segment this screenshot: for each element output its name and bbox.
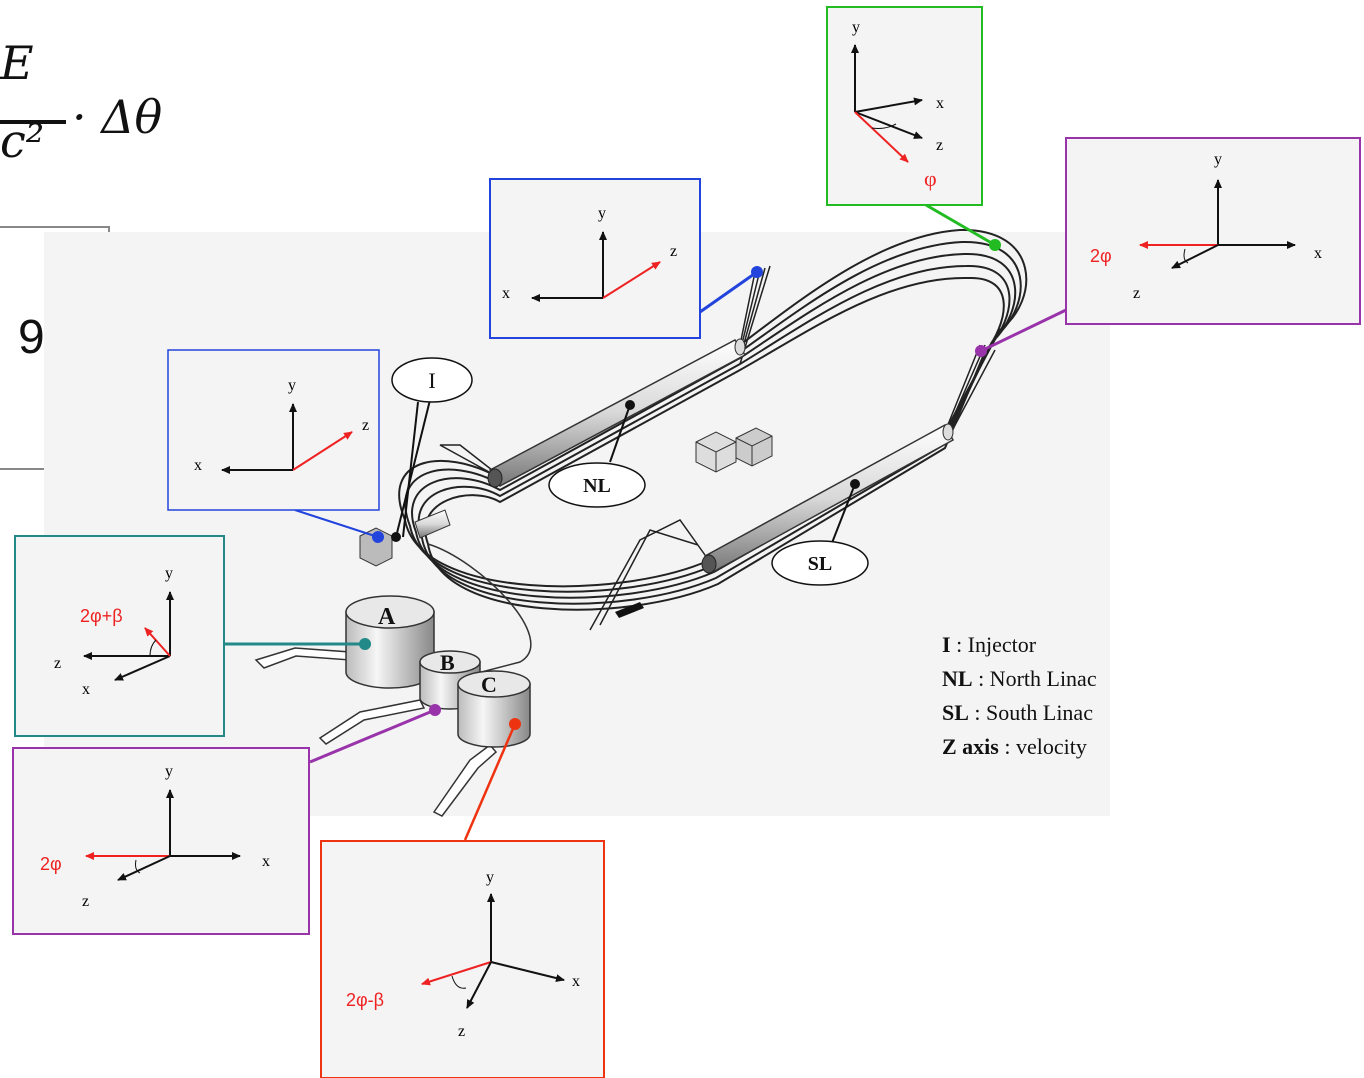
axis-y: y	[288, 377, 296, 394]
axis-z: z	[936, 137, 943, 154]
legend-row: SL : South Linac	[942, 696, 1097, 730]
axis-x: x	[936, 95, 944, 112]
south-linac	[701, 423, 955, 574]
station-b-label: B	[440, 650, 455, 675]
angle-label: 2φ	[40, 854, 62, 874]
legend-text: : velocity	[998, 734, 1087, 759]
central-cubes	[695, 427, 773, 473]
injector-label: I	[428, 368, 435, 393]
axis-z: z	[82, 893, 89, 910]
formula-fraction-bar	[0, 120, 66, 124]
legend-key: SL	[942, 700, 969, 725]
axis-z: z	[1133, 285, 1140, 302]
axis-y: y	[1214, 151, 1222, 168]
formula-delta-theta: · Δθ	[72, 90, 163, 144]
axis-z: z	[670, 243, 677, 260]
formula-denominator: c²	[0, 114, 45, 168]
injector	[359, 399, 451, 567]
north-linac	[487, 338, 747, 488]
injector-callout: I	[391, 357, 473, 403]
legend-key: I	[942, 632, 951, 657]
connectors	[224, 203, 1067, 841]
legend-text: : South Linac	[968, 700, 1093, 725]
axis-x: x	[194, 457, 202, 474]
station-a-label: A	[378, 604, 396, 630]
legend: I : Injector NL : North Linac SL : South…	[942, 628, 1097, 764]
axes-box-green: y x z φ	[826, 6, 983, 206]
axis-z: z	[362, 417, 369, 434]
racetrack-beamlines	[398, 228, 1028, 611]
legend-text: : Injector	[950, 632, 1037, 657]
axis-x: x	[572, 973, 580, 990]
spreader-fans	[439, 265, 996, 631]
axes-box-blue-top: y x z	[489, 178, 701, 339]
axis-x: x	[1314, 245, 1322, 262]
axes-box-purple-left: y x z 2φ	[12, 747, 310, 935]
axes-box-teal: y z x 2φ+β	[14, 535, 225, 737]
legend-row: Z axis : velocity	[942, 730, 1097, 764]
axis-y: y	[165, 565, 173, 582]
station-a	[345, 595, 435, 689]
legend-row: I : Injector	[942, 628, 1097, 662]
north-linac-label: NL	[583, 475, 611, 497]
angle-label: φ	[924, 166, 937, 191]
south-linac-label: SL	[808, 553, 832, 575]
axis-z: z	[458, 1023, 465, 1040]
axis-x: x	[82, 681, 90, 698]
legend-key: Z axis	[942, 734, 999, 759]
axes-box-red: y x z 2φ-β	[320, 840, 605, 1078]
axes-box-purple-right: y x z 2φ	[1065, 137, 1361, 325]
axis-x: x	[262, 853, 270, 870]
angle-label: 2φ+β	[80, 606, 123, 626]
legend-text: : North Linac	[972, 666, 1097, 691]
north-linac-callout: NL	[548, 462, 646, 508]
axis-y: y	[852, 19, 860, 36]
axis-y: y	[165, 763, 173, 780]
axis-y: y	[598, 205, 606, 222]
south-linac-callout: SL	[771, 540, 869, 586]
axis-y: y	[486, 869, 494, 886]
legend-row: NL : North Linac	[942, 662, 1097, 696]
station-c-label: C	[481, 672, 497, 697]
formula-numerator: E	[0, 36, 34, 90]
axes-box-blue-left: y x z	[167, 349, 380, 511]
axis-x: x	[502, 285, 510, 302]
axis-z: z	[54, 655, 61, 672]
angle-label: 2φ-β	[346, 990, 384, 1010]
angle-label: 2φ	[1090, 246, 1112, 266]
legend-key: NL	[942, 666, 973, 691]
beam-dumps	[254, 647, 498, 817]
